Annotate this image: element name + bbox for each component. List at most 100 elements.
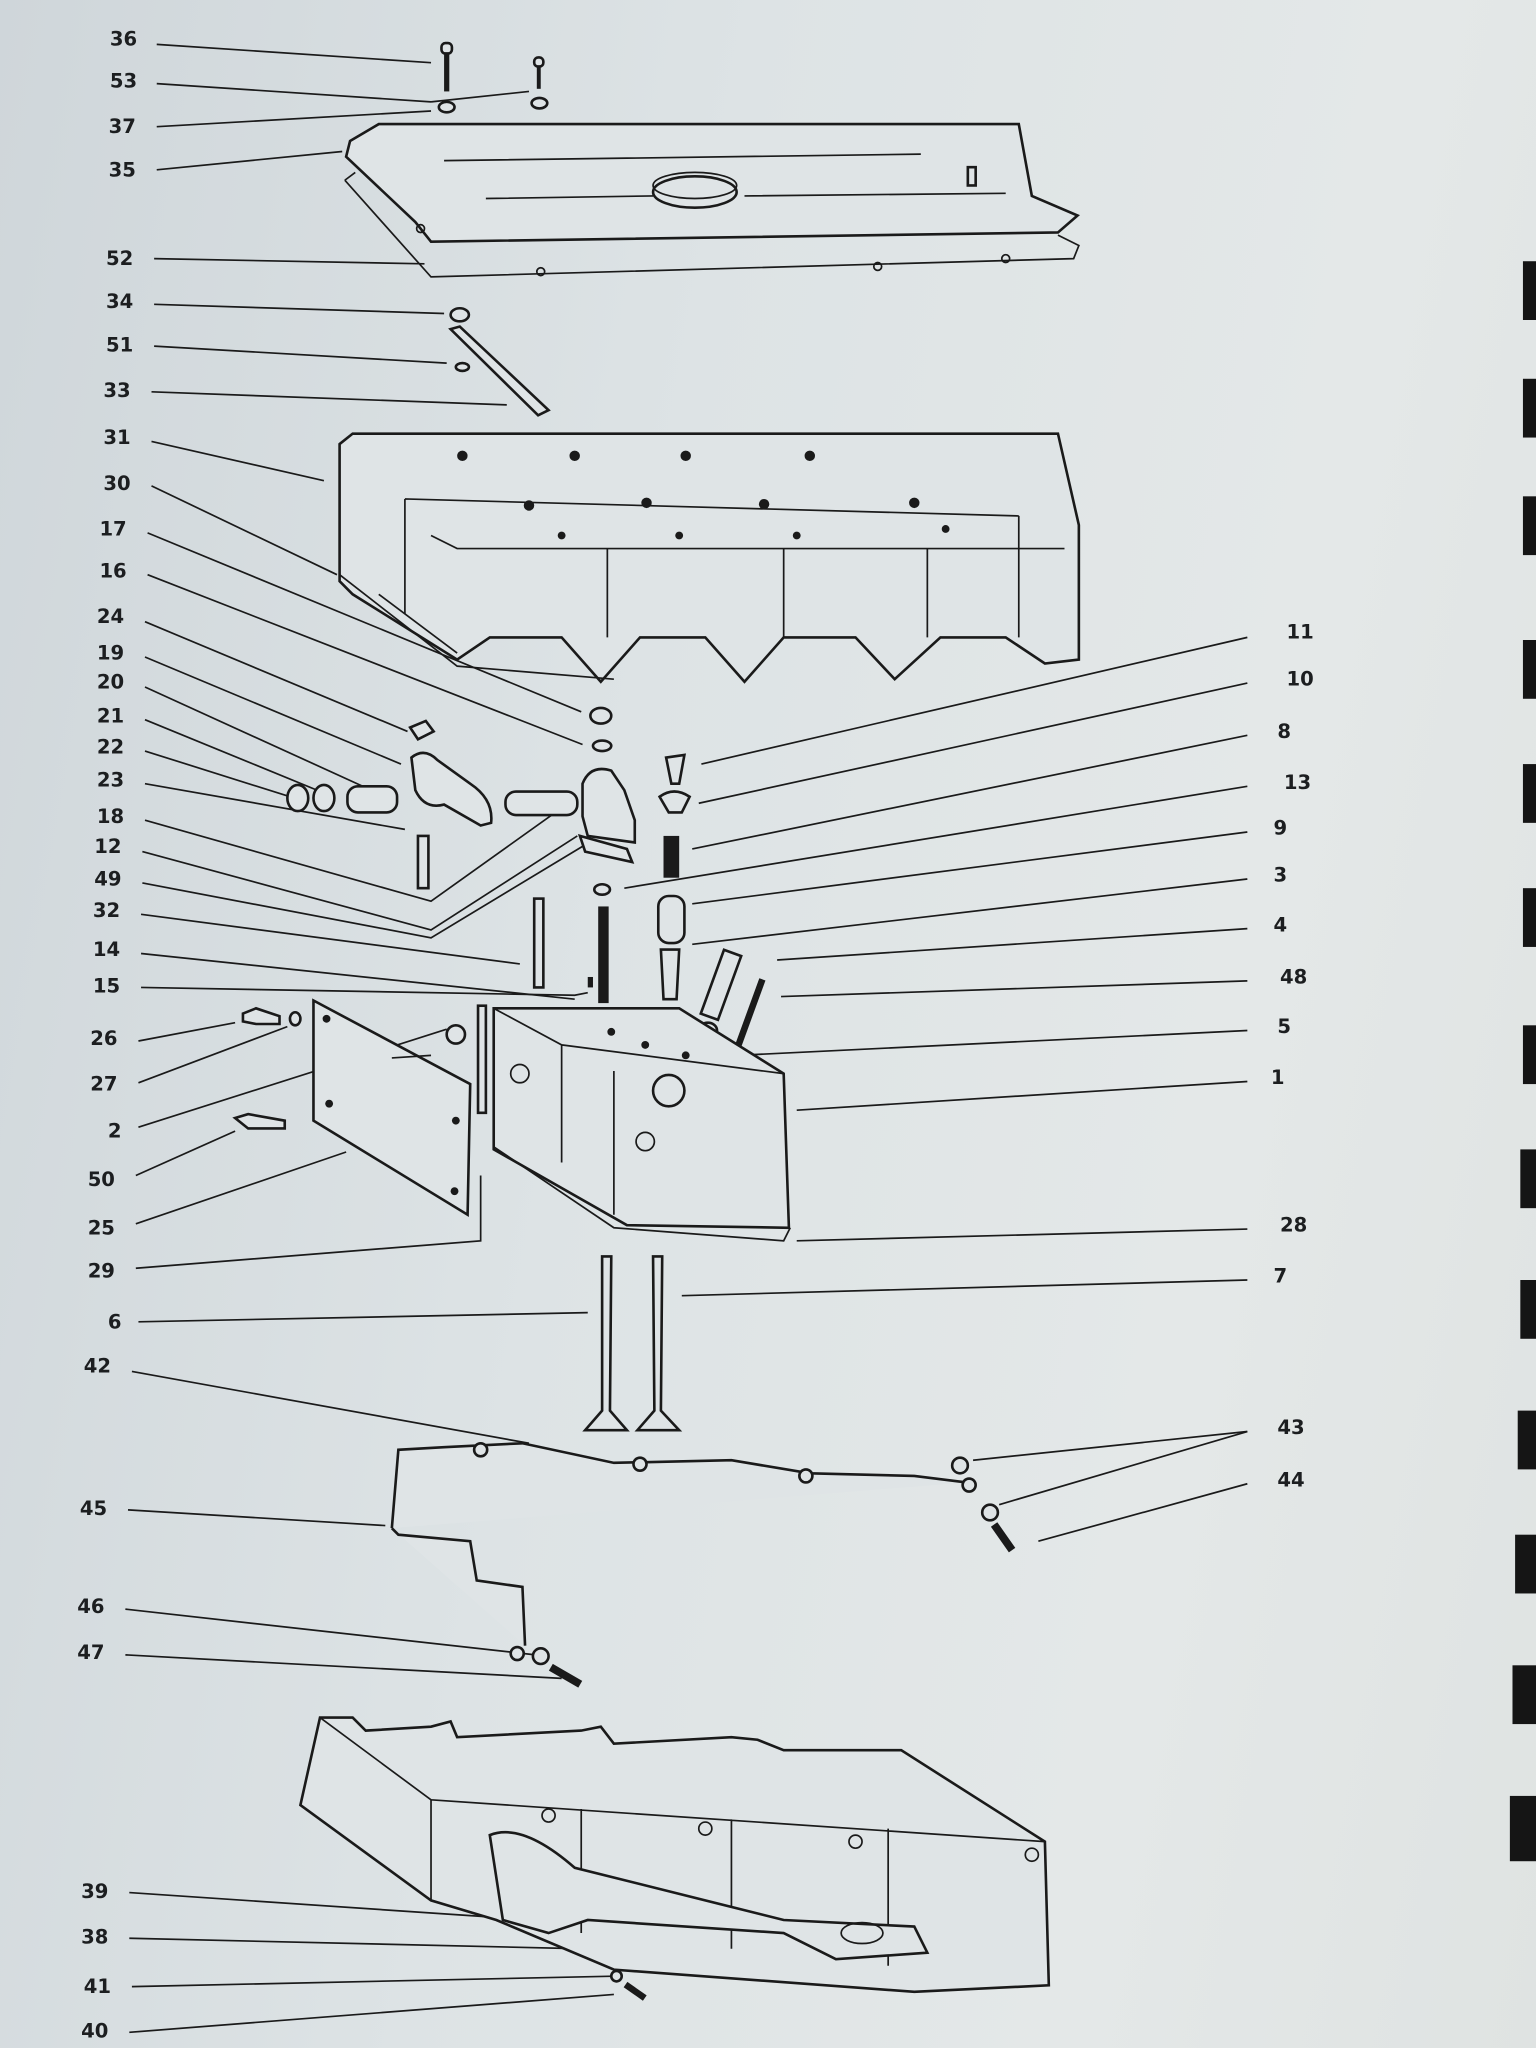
valve-cover-plate — [344, 122, 1080, 243]
leader-line — [144, 802, 569, 903]
cover-bolts — [437, 41, 549, 114]
callout-label: 39 — [81, 1880, 108, 1903]
callout-label: 24 — [97, 605, 124, 628]
callout-label: 41 — [84, 1975, 111, 1998]
callout-label: 18 — [97, 805, 124, 828]
leader-line — [147, 573, 583, 746]
leader-line — [138, 1311, 588, 1323]
callout-label: 53 — [110, 70, 137, 93]
leader-line — [151, 440, 325, 482]
leader-line — [144, 718, 334, 798]
callout-label: 2 — [108, 1120, 122, 1143]
callout-label: 15 — [93, 975, 120, 998]
leader-line — [142, 835, 578, 931]
callout-label: 50 — [88, 1168, 115, 1191]
leader-line — [135, 1130, 236, 1177]
leader-line — [140, 913, 520, 965]
leader-line — [796, 1080, 1248, 1112]
leader-line — [151, 390, 507, 406]
callout-label: 28 — [1280, 1214, 1307, 1237]
callout-label: 21 — [97, 704, 124, 727]
callout-label: 10 — [1287, 668, 1314, 691]
callout-label: 13 — [1284, 771, 1311, 794]
callout-label: 12 — [94, 835, 121, 858]
callout-label: 45 — [80, 1497, 107, 1520]
leader-line — [140, 952, 575, 1001]
callout-label: 32 — [93, 899, 120, 922]
leader-line — [156, 110, 432, 128]
callout-label: 25 — [88, 1216, 115, 1239]
callout-label: 9 — [1273, 817, 1287, 840]
callout-label: 37 — [109, 115, 136, 138]
callout-label: 3 — [1273, 864, 1287, 887]
leader-line — [972, 1430, 1248, 1462]
leader-line — [624, 785, 1248, 890]
callout-label: 17 — [99, 518, 126, 541]
leader-line — [127, 1509, 386, 1527]
leader-line — [141, 986, 588, 997]
leader-line — [125, 1608, 536, 1656]
leader-line — [777, 927, 1248, 961]
leader-line — [701, 636, 1248, 765]
callout-label: 5 — [1277, 1015, 1291, 1038]
leader-line — [154, 303, 445, 315]
callout-label: 35 — [109, 158, 136, 181]
leader-line — [796, 1228, 1248, 1242]
head-gasket — [493, 1146, 791, 1242]
callout-label: 7 — [1273, 1265, 1287, 1288]
callout-label: 43 — [1277, 1416, 1304, 1439]
callout-label: 47 — [77, 1641, 104, 1664]
leader-line — [129, 1891, 497, 1919]
leader-line — [131, 1370, 530, 1445]
oil-feed-pipe — [390, 1441, 1016, 1688]
callout-label: 26 — [90, 1027, 117, 1050]
leader-line — [129, 1993, 614, 2034]
leader-line — [129, 1937, 582, 1950]
callout-label: 34 — [106, 290, 133, 313]
leader-line — [147, 532, 582, 713]
callout-label: 4 — [1273, 913, 1287, 936]
callout-label: 36 — [110, 28, 137, 51]
callout-label: 46 — [77, 1595, 104, 1618]
leader-line — [151, 485, 338, 576]
callout-label: 19 — [97, 642, 124, 665]
leader-line — [138, 1021, 236, 1042]
rocker-arm-parts — [286, 706, 637, 1004]
callout-label: 30 — [103, 472, 130, 495]
leader-line — [1038, 1482, 1248, 1543]
valve-cover-gasket — [344, 171, 1080, 278]
callout-label: 20 — [97, 670, 124, 693]
leader-line — [154, 257, 425, 265]
callout-label: 27 — [90, 1073, 117, 1096]
callout-label: 29 — [88, 1259, 115, 1282]
leader-line — [737, 1029, 1248, 1057]
leader-line — [430, 90, 530, 103]
leader-line — [135, 1151, 347, 1225]
callout-label: 52 — [106, 247, 133, 270]
leader-line — [154, 345, 447, 364]
cover-clamp-parts — [448, 306, 551, 417]
leader-line — [692, 878, 1248, 946]
leader-line — [156, 82, 432, 103]
callout-label: 42 — [84, 1355, 111, 1378]
leader-line — [156, 150, 343, 171]
callout-label: 48 — [1280, 966, 1307, 989]
callout-label: 22 — [97, 736, 124, 759]
leader-line — [138, 1025, 288, 1084]
leader-line — [692, 734, 1248, 850]
leader-line — [144, 750, 291, 798]
leader-line — [144, 782, 406, 831]
leader-line — [144, 620, 408, 733]
callout-label: 23 — [97, 768, 124, 791]
leader-line — [156, 43, 432, 64]
leader-line — [144, 656, 402, 765]
rocker-cover-housing — [338, 432, 1081, 684]
leader-line — [698, 682, 1248, 805]
callout-label: 49 — [94, 868, 121, 891]
callout-labels: 3653373552345133313017162419202122231812… — [77, 28, 1314, 2043]
exhaust-manifold — [298, 1716, 1051, 2001]
leader-line — [781, 980, 1248, 998]
callout-label: 44 — [1277, 1468, 1304, 1491]
